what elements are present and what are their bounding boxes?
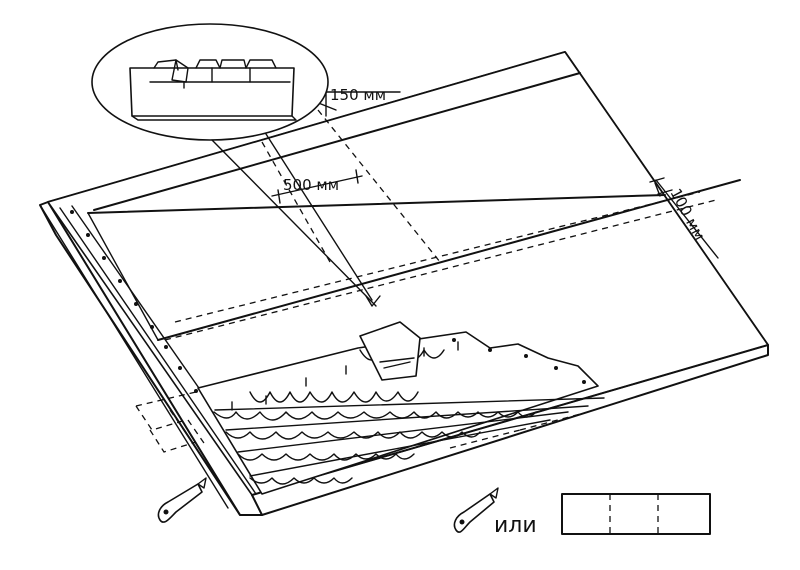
utility-knife-icon <box>158 478 206 522</box>
shingle-strip-zoom <box>130 60 296 120</box>
utility-knife-icon <box>454 488 498 532</box>
or-label: или <box>494 513 537 538</box>
shingle-field <box>198 332 604 494</box>
peeled-shingle-tab <box>360 322 420 380</box>
dim-150-label: 150 мм <box>330 86 386 104</box>
edge-nail-row <box>70 210 198 393</box>
underlayment-rows <box>88 73 740 340</box>
dim-500-label: 500 мм <box>283 176 339 194</box>
shingle-strip-icon <box>562 494 710 534</box>
dimension-500: 500 мм <box>272 170 362 203</box>
zoom-callout <box>92 24 380 306</box>
dashed-ghost-shingles <box>136 392 588 452</box>
